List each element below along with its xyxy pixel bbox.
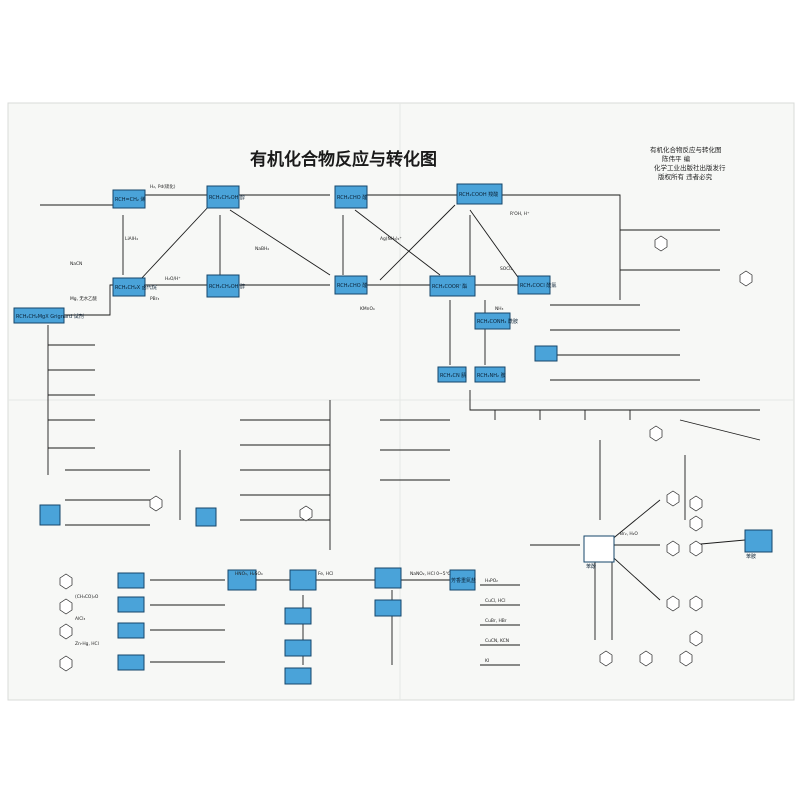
compound-label: RCH₂CHO 醛 bbox=[337, 194, 367, 201]
reagent-label: PBr₃ bbox=[150, 296, 159, 302]
compound-label: RCH₂CONH₂ 酰胺 bbox=[477, 318, 518, 325]
compound-label: RCH₂COOH 羧酸 bbox=[459, 191, 498, 198]
compound-box-alcohol: RCH₂CH₂OH 醇 bbox=[207, 275, 245, 297]
reagent-label: CuCl, HCl bbox=[485, 598, 506, 604]
info-line: 版权所有 违者必究 bbox=[658, 172, 713, 181]
compound-box-nitrile: RCH₂CN 腈 bbox=[438, 367, 466, 382]
compound-box-alkene: RCH=CH₂ 烯 bbox=[113, 190, 146, 208]
reagent-label: CuBr, HBr bbox=[485, 618, 507, 624]
reagent-label: NH₃ bbox=[495, 306, 504, 312]
reagent-label: H₂, Pd(硫化) bbox=[150, 183, 176, 190]
compound-label: 芳香重氮盐 bbox=[451, 577, 476, 584]
info-line: 化学工业出版社出版发行 bbox=[654, 163, 726, 172]
reagent-label: HNO₃, H₂SO₄ bbox=[235, 571, 263, 577]
reagent-label: SOCl₂ bbox=[500, 266, 513, 272]
compound-box-aromatic-7 bbox=[375, 568, 401, 588]
reagent-label: Br₂, H₂O bbox=[620, 531, 638, 537]
compound-box-misc-right bbox=[535, 346, 557, 361]
compound-box-acid-top: RCH₂COOH 羧酸 bbox=[457, 184, 502, 204]
reagent-label: Fe, HCl bbox=[318, 571, 333, 577]
compound-label: RCH₂NH₂ 胺 bbox=[477, 372, 506, 379]
reagent-label: KMnO₄ bbox=[360, 306, 375, 312]
compound-label: 苯酚 bbox=[586, 563, 596, 570]
compound-label: 苯胺 bbox=[746, 553, 756, 560]
compound-box-aldehyde: RCH₂CHO 醛 bbox=[335, 276, 367, 294]
reagent-label: R'OH, H⁺ bbox=[510, 211, 530, 217]
compound-box-aldehyde-top: RCH₂CHO 醛 bbox=[335, 186, 367, 208]
compound-box-aromatic-3 bbox=[118, 623, 144, 638]
reagent-label: AlCl₃ bbox=[75, 616, 86, 622]
poster-title: 有机化合物反应与转化图 bbox=[250, 149, 437, 170]
compound-box-amine: RCH₂NH₂ 胺 bbox=[475, 367, 506, 382]
compound-label: RCH₂COOR' 酯 bbox=[432, 284, 467, 290]
compound-label: RCH₂CN 腈 bbox=[440, 372, 466, 379]
compound-label: RCH₂CH₂X 卤代烷 bbox=[115, 284, 157, 291]
reagent-label: Ag(NH₃)₂⁺ bbox=[380, 236, 402, 242]
compound-box-aromatic-8 bbox=[285, 608, 311, 624]
reagent-label: H₂O/H⁺ bbox=[165, 276, 181, 282]
compound-box-aromatic-6 bbox=[290, 570, 316, 590]
info-line: 陈伟平 编 bbox=[662, 154, 691, 163]
compound-label: RCH₂COCl 酰氯 bbox=[520, 282, 556, 289]
compound-box-aromatic-12 bbox=[196, 508, 216, 526]
compound-box-aromatic-11 bbox=[285, 668, 311, 684]
compound-label: RCH₂CHO 醛 bbox=[337, 282, 367, 289]
info-line: 有机化合物反应与转化图 bbox=[650, 145, 722, 154]
compound-box-alcohol-top: RCH₂CH₂OH 醇 bbox=[207, 186, 245, 208]
reagent-label: CuCN, KCN bbox=[485, 638, 509, 644]
reagent-label: NaBH₄ bbox=[255, 246, 269, 252]
reagent-label: (CH₃CO)₂O bbox=[75, 594, 99, 600]
compound-box-aromatic-9 bbox=[375, 600, 401, 616]
compound-box-aromatic-10 bbox=[285, 640, 311, 656]
reagent-label: LiAlH₄ bbox=[125, 236, 138, 242]
reagent-label: Zn-Hg, HCl bbox=[75, 641, 99, 647]
compound-label: RCH=CH₂ 烯 bbox=[115, 196, 146, 203]
compound-box-aromatic-1 bbox=[118, 573, 144, 588]
compound-box-aromatic-13 bbox=[40, 505, 60, 525]
compound-box-aromatic-2 bbox=[118, 597, 144, 612]
reagent-label: NaCN bbox=[70, 261, 82, 267]
reagent-label: Mg, 无水乙醚 bbox=[70, 295, 98, 302]
compound-label: RCH₂CH₂OH 醇 bbox=[209, 283, 245, 290]
reagent-label: H₃PO₂ bbox=[485, 578, 498, 584]
compound-label: RCH₂CH₂MgX Grignard 试剂 bbox=[16, 313, 84, 320]
reagent-label: NaNO₂, HCl 0~5℃ bbox=[410, 571, 451, 577]
compound-box-diazonium: 芳香重氮盐 bbox=[450, 570, 476, 590]
compound-label: RCH₂CH₂OH 醇 bbox=[209, 194, 245, 201]
compound-box-ester: RCH₂COOR' 酯 bbox=[430, 276, 475, 296]
compound-box-aromatic-4 bbox=[118, 655, 144, 670]
reagent-label: KI bbox=[485, 658, 489, 664]
